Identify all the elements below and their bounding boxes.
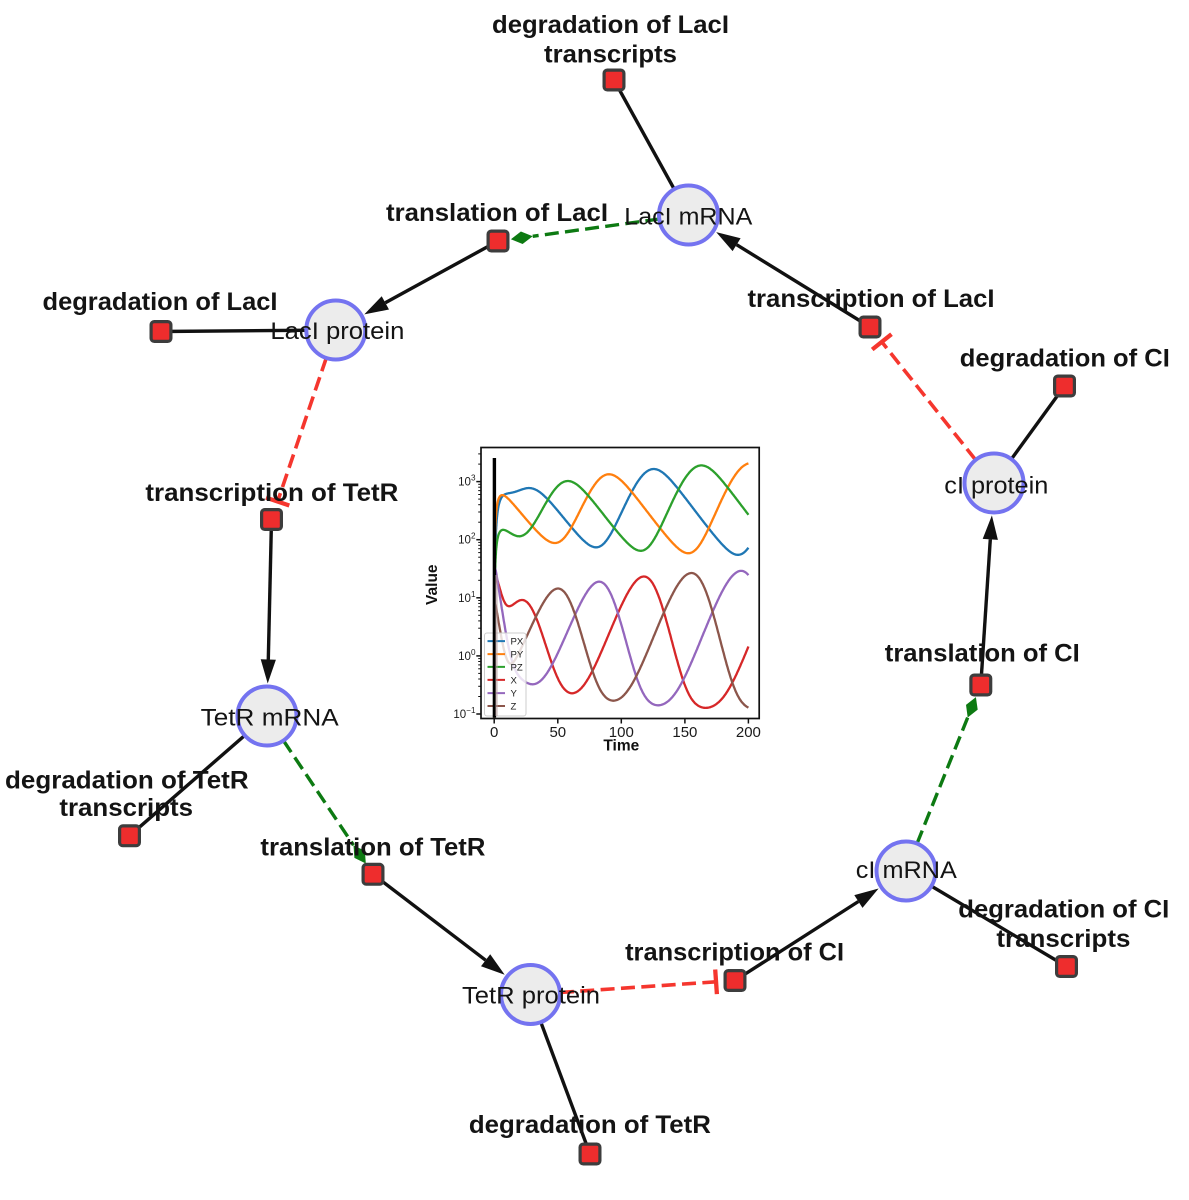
svg-text:degradation of TetR: degradation of TetR — [469, 1111, 711, 1139]
svg-text:transcripts: transcripts — [59, 794, 193, 822]
svg-text:X: X — [511, 675, 518, 686]
svg-text:transcripts: transcripts — [996, 925, 1130, 953]
svg-text:translation of TetR: translation of TetR — [260, 833, 485, 861]
svg-text:transcription of CI: transcription of CI — [625, 939, 844, 967]
svg-text:PX: PX — [511, 637, 524, 648]
svg-text:TetR protein: TetR protein — [462, 982, 600, 1009]
svg-text:degradation of LacI: degradation of LacI — [492, 11, 729, 39]
svg-text:cI protein: cI protein — [944, 473, 1048, 500]
svg-text:translation of CI: translation of CI — [885, 640, 1080, 668]
svg-text:translation of LacI: translation of LacI — [386, 199, 608, 227]
svg-text:TetR mRNA: TetR mRNA — [201, 705, 339, 732]
svg-text:degradation of TetR: degradation of TetR — [5, 766, 249, 794]
svg-text:PY: PY — [511, 650, 524, 661]
svg-text:PZ: PZ — [511, 662, 523, 673]
svg-text:degradation of LacI: degradation of LacI — [43, 288, 278, 316]
svg-text:Time: Time — [603, 738, 639, 755]
svg-text:LacI mRNA: LacI mRNA — [624, 204, 752, 231]
svg-text:0: 0 — [490, 724, 498, 741]
svg-text:degradation of CI: degradation of CI — [960, 345, 1170, 373]
svg-text:transcripts: transcripts — [544, 40, 677, 68]
svg-text:150: 150 — [672, 724, 697, 741]
svg-text:Z: Z — [511, 701, 517, 712]
svg-text:Value: Value — [424, 564, 441, 605]
svg-text:transcription of LacI: transcription of LacI — [748, 285, 995, 313]
svg-text:Y: Y — [511, 689, 518, 700]
svg-text:cI mRNA: cI mRNA — [856, 857, 957, 884]
svg-text:200: 200 — [736, 724, 761, 741]
svg-text:50: 50 — [549, 724, 566, 741]
svg-text:100: 100 — [609, 724, 634, 741]
svg-text:degradation of CI: degradation of CI — [958, 895, 1169, 923]
svg-text:transcription of TetR: transcription of TetR — [145, 479, 398, 507]
svg-text:LacI protein: LacI protein — [270, 318, 404, 345]
